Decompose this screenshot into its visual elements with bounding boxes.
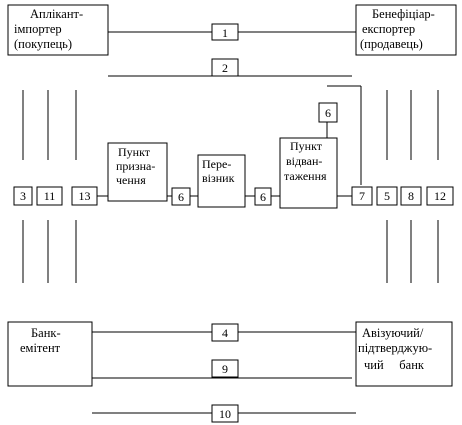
step-box-7 (351, 186, 373, 206)
step-label-5: 5 (384, 189, 390, 203)
step-label-4: 4 (222, 326, 228, 340)
carrier-box (197, 154, 246, 208)
step-box-13 (71, 186, 98, 206)
step-box-6-top (318, 102, 338, 123)
advising-bank-box (355, 321, 453, 387)
beneficiary-line-2: експортер (362, 22, 415, 36)
step-box-1 (211, 23, 239, 41)
step-box-12 (426, 186, 454, 206)
beneficiary-line-1: Бенефіціар- (372, 7, 435, 21)
dispatch-line-2: відван- (286, 154, 322, 168)
step-label-8: 8 (408, 189, 414, 203)
beneficiary-box (355, 4, 457, 56)
step-box-5 (376, 186, 398, 206)
applicant-line-2: імпортер (14, 22, 62, 36)
applicant-box (7, 4, 109, 56)
step-label-6-right: 6 (260, 190, 266, 204)
step-label-11: 11 (44, 189, 56, 203)
issuing-bank-line-1: Банк- (31, 326, 61, 340)
issuing-bank-box (7, 321, 93, 387)
applicant-line-1: Аплікант- (30, 7, 83, 21)
step-box-6-left (171, 187, 191, 206)
step-box-11 (36, 186, 63, 206)
step-box-2 (211, 58, 239, 77)
destination-line-1: Пункт (118, 145, 151, 159)
step-label-3: 3 (20, 189, 26, 203)
step-label-2: 2 (222, 61, 228, 75)
step-label-13: 13 (79, 189, 91, 203)
dispatch-box (279, 137, 338, 209)
step-label-6-left: 6 (178, 190, 184, 204)
issuing-bank-line-2: емітент (20, 341, 61, 355)
advising-bank-line-1: Авізуючий/ (362, 326, 424, 340)
advising-bank-line-3: чий банк (364, 358, 425, 372)
dispatch-line-1: Пункт (290, 139, 323, 153)
step-box-3 (13, 186, 33, 206)
step-box-6-right (254, 187, 272, 206)
carrier-line-1: Пере- (202, 157, 231, 171)
dispatch-line-3: таження (284, 169, 327, 183)
beneficiary-line-3: (продавець) (360, 37, 423, 51)
carrier-line-2: візник (202, 171, 235, 185)
step-label-6-top: 6 (325, 106, 331, 120)
step-label-10: 10 (219, 407, 231, 421)
step-box-9 (211, 359, 239, 378)
step-box-8 (400, 186, 422, 206)
step-label-1: 1 (222, 26, 228, 40)
step-label-12: 12 (434, 189, 446, 203)
step-label-9: 9 (222, 362, 228, 376)
applicant-line-3: (покупець) (14, 37, 72, 51)
step-box-4 (211, 323, 239, 342)
step-box-10 (211, 404, 239, 423)
destination-line-2: призна- (116, 159, 155, 173)
advising-bank-line-2: підтверджую- (358, 341, 432, 355)
step-label-7: 7 (359, 189, 365, 203)
destination-box (107, 142, 168, 202)
destination-line-3: чення (116, 173, 146, 187)
